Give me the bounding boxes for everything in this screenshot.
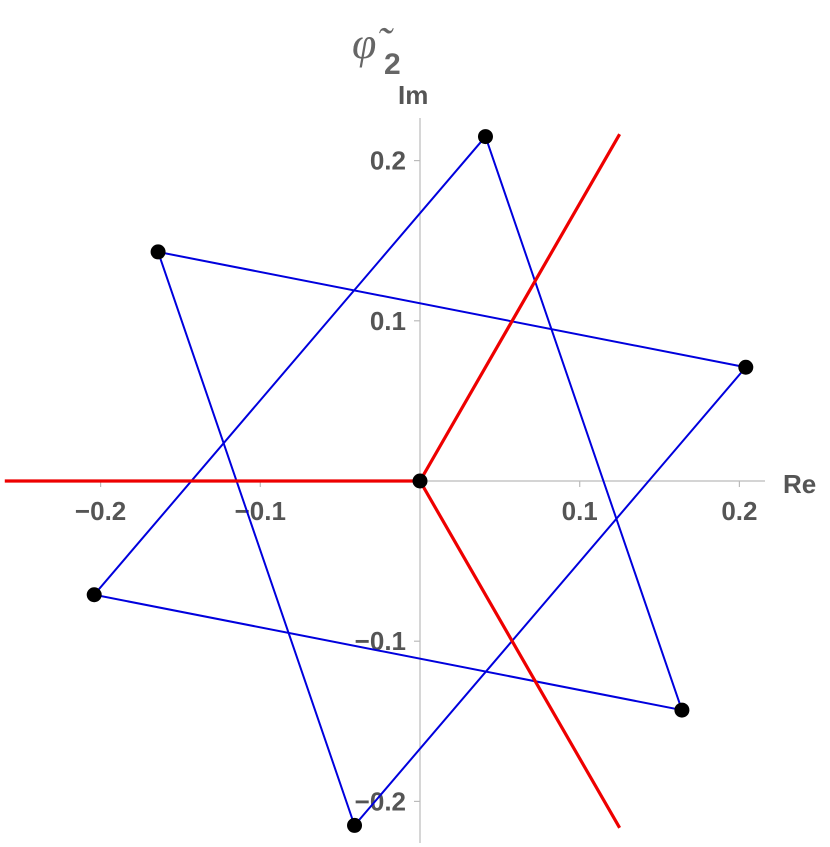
data-point [674,702,690,718]
points [86,129,754,833]
x-axis-label: Re [783,469,816,499]
red-ray-2 [418,133,622,482]
triangle-line-1 [92,135,684,712]
data-point [86,587,102,603]
triangle-line-2 [156,250,747,828]
data-point [477,129,493,145]
y-tick-label: −0.2 [355,786,406,816]
series [92,135,747,828]
data-point [150,244,166,260]
data-point [738,359,754,375]
x-tick-label: 0.2 [721,496,757,526]
red-ray-3 [418,480,622,829]
y-tick-label: 0.1 [370,306,406,336]
y-axis-label: Im [398,80,428,110]
rays [4,133,622,829]
x-tick-label: 0.1 [562,496,598,526]
y-tick-label: 0.2 [370,146,406,176]
x-tick-label: −0.2 [75,496,126,526]
data-point [347,817,363,833]
chart-title-subscript: 2 [384,48,401,81]
data-point [412,473,428,489]
